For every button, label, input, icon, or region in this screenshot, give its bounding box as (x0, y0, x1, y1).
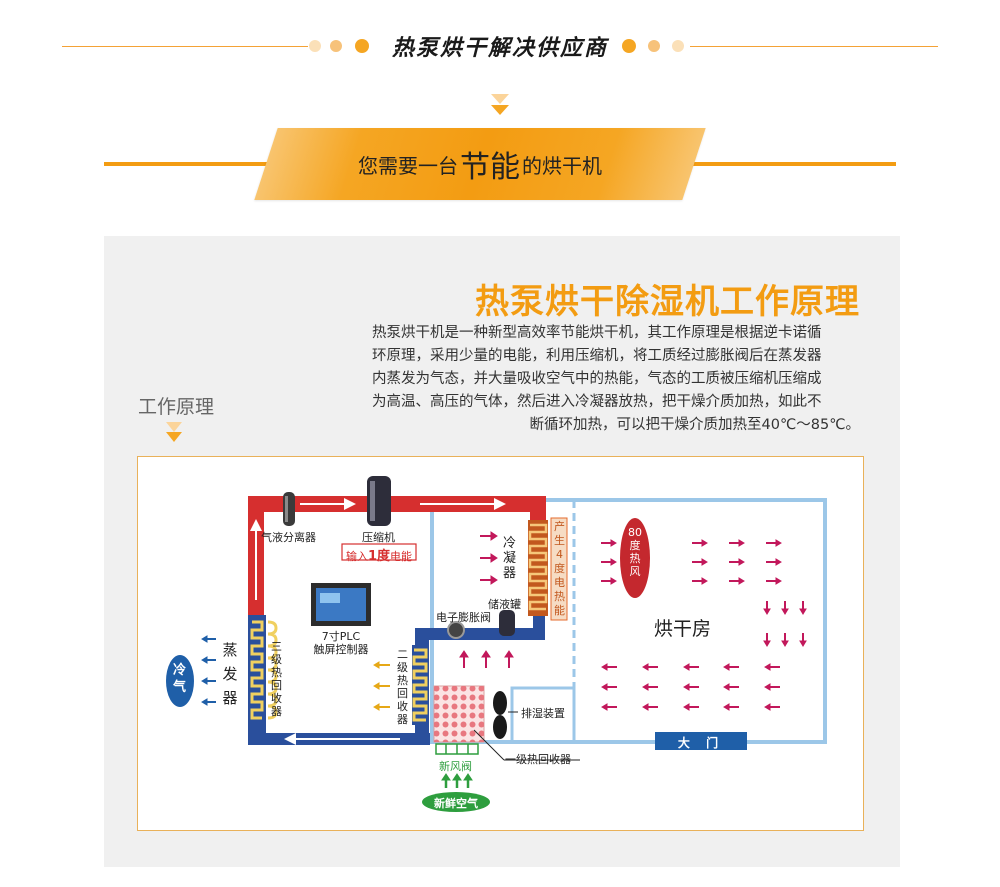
fresh-air-label: 新鲜空气 (434, 797, 478, 810)
banner-line-right (676, 162, 896, 166)
expansion-valve-icon (447, 621, 465, 639)
third-heat-recovery-label: 三级热回收器 (271, 640, 282, 718)
chevron-down-icon (166, 432, 182, 442)
door-bar (655, 732, 747, 750)
gas-liquid-separator-label: 气液分离器 (261, 531, 316, 544)
second-heat-recovery-label: 二级热回收器 (397, 648, 408, 726)
third-heat-recovery-coil (267, 620, 278, 720)
paragraph-line: 为高温、高压的气体，然后进入冷凝器放热，把干燥介质加热，如此不 (372, 394, 822, 410)
input-power-highlight: 1度 (368, 549, 391, 564)
chevron-down-icon (491, 105, 509, 115)
room-arrows-down (763, 601, 807, 647)
input-power-part: 电能 (390, 550, 413, 563)
door-label: 大 门 (677, 736, 725, 750)
plc-line: 触屏控制器 (313, 643, 369, 656)
header-line-right (690, 46, 938, 47)
compressor-label: 压缩机 (362, 531, 395, 544)
header-dot (309, 40, 321, 52)
plc-screen (316, 588, 366, 621)
section-paragraph: 热泵烘干机是一种新型高效率节能烘干机，其工作原理是根据逆卡诺循 环原理，采用少量… (372, 322, 860, 437)
fresh-air-valve-label: 新风阀 (439, 760, 472, 773)
fan-icon (493, 691, 507, 715)
room-arrows-left (601, 663, 780, 711)
yellow-arrows (373, 661, 390, 711)
hot-air-label: 80 度热风 (625, 526, 645, 578)
first-heat-recovery-label: 一级热回收器 (505, 753, 571, 766)
room-arrows-right (601, 539, 782, 585)
condenser-label: 冷凝器 (503, 536, 517, 581)
input-power-part: 输入 (346, 550, 368, 563)
heat-produced-strip (550, 517, 568, 621)
hot-air-badge (620, 518, 650, 598)
cold-air-label: 冷气 (173, 663, 187, 695)
header-dot (648, 40, 660, 52)
evaporator-label: 蒸发器 (222, 641, 238, 707)
banner-text-big: 节能 (460, 150, 520, 185)
paragraph-line: 热泵烘干机是一种新型高效率节能烘干机，其工作原理是根据逆卡诺循 (372, 325, 822, 341)
banner-text-before: 您需要一台 (358, 153, 458, 178)
compressor-highlight (370, 481, 375, 521)
cold-pipe-room (415, 628, 545, 640)
hot-pipe-right (530, 496, 546, 526)
hot-air-text: 度热风 (629, 539, 641, 578)
condenser-coil-pattern (528, 523, 548, 611)
section-title: 热泵烘干除湿机工作原理 (475, 282, 860, 322)
input-power-box (341, 543, 417, 561)
separator-highlight (285, 496, 288, 522)
cold-air-badge (166, 655, 194, 707)
header-dot (672, 40, 684, 52)
dehumidifier-label: 排湿装置 (521, 707, 565, 720)
header-title: 热泵烘干解决供应商 (391, 35, 608, 61)
liquid-tank-label: 储液罐 (488, 598, 521, 611)
header-dot (330, 40, 342, 52)
banner-text-after: 的烘干机 (522, 153, 602, 178)
hot-air-temp: 80 (628, 526, 642, 539)
second-heat-recovery-pattern (412, 648, 428, 722)
fresh-air-arrows (441, 773, 473, 788)
work-principle-label: 工作原理 (138, 396, 215, 418)
paragraph-line: 断循环加热，可以把干燥介质加热至40℃～85℃。 (529, 417, 860, 433)
drying-room-inner-wall (510, 686, 576, 744)
heat-produced-label: 产生4度电热能 (554, 520, 565, 617)
header-dot (355, 39, 369, 53)
fan-icon (493, 715, 507, 739)
banner-text: 您需要一台 节能 的烘干机 (266, 128, 694, 200)
cold-pipe-condenser-out (533, 610, 545, 640)
expansion-valve-label: 电子膨胀阀 (436, 611, 491, 624)
header-line-left (62, 46, 308, 47)
banner-line-left (104, 162, 284, 166)
first-heat-recovery-dots (434, 686, 484, 742)
gas-liquid-separator-icon (283, 492, 295, 526)
liquid-tank-icon (499, 610, 515, 636)
plc-screen-detail (320, 593, 340, 603)
cold-air-arrows (201, 635, 216, 706)
input-power-label: 输入1度电能 (346, 545, 412, 564)
fresh-air-valve-icon (435, 743, 479, 755)
header-dot (622, 39, 636, 53)
plc-line: 7寸PLC (321, 630, 361, 643)
first-recovery-leader (473, 729, 505, 761)
drying-room-label: 烘干房 (654, 618, 712, 640)
evaporator-coil-pattern (250, 620, 264, 720)
hot-pipe-top (248, 496, 546, 512)
plc-controller-label: 7寸PLC 触屏控制器 (305, 630, 377, 656)
fresh-air-badge (422, 792, 490, 812)
chevron-down-icon (166, 422, 182, 432)
paragraph-line: 内蒸发为气态，并大量吸收空气中的热能，气态的工质被压缩机压缩成 (372, 371, 822, 387)
chevron-down-icon (491, 94, 509, 104)
condenser-air-arrows (459, 531, 514, 668)
paragraph-line: 环原理，采用少量的电能，利用压缩机，将工质经过膨胀阀后在蒸发器 (372, 348, 822, 364)
drying-room-frame (430, 498, 827, 744)
